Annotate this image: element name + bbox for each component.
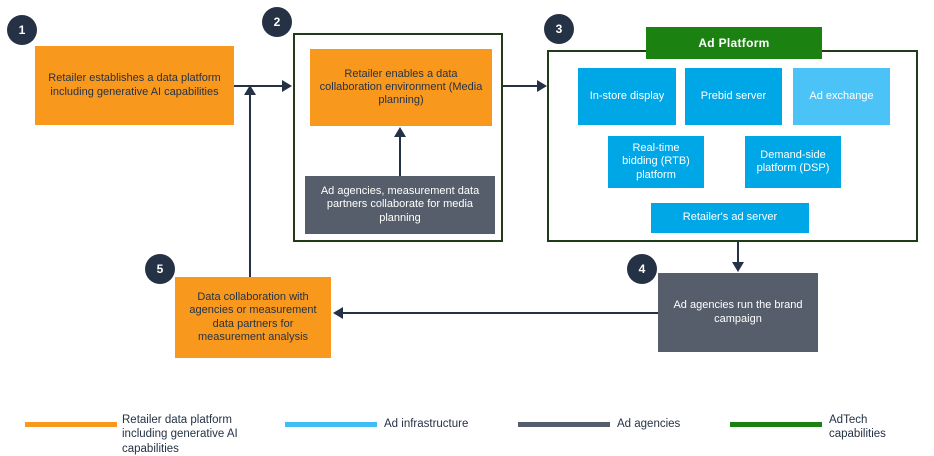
legend-label-retailer-data-platform: Retailer data platform including generat… <box>122 414 238 455</box>
rtb-platform-label: Real-time bidding (RTB) platform <box>622 142 690 181</box>
connector-step4-to-step5-arrowhead <box>333 307 343 319</box>
connector-step5-to-step2-line <box>249 94 251 277</box>
connector-step3-to-step4-arrowhead <box>732 262 744 272</box>
connector-partners-to-step2-arrowhead <box>394 127 406 137</box>
legend-swatch-orange <box>25 422 117 427</box>
node-step5-measurement-collaboration[interactable]: Data collaboration with agencies or meas… <box>175 277 331 358</box>
legend-label-ad-infrastructure: Ad infrastructure <box>384 418 469 430</box>
connector-partners-to-step2-line <box>399 136 401 176</box>
connector-step2-to-step3-line <box>503 85 539 87</box>
legend-label-adtech-capabilities: AdTech capabilities <box>829 414 886 441</box>
connector-step5-to-step2-arrowhead <box>244 85 256 95</box>
prebid-server-label: Prebid server <box>700 89 767 102</box>
ad-platform-header-label: Ad Platform <box>698 35 770 50</box>
node-step2-ad-agencies-partners[interactable]: Ad agencies, measurement data partners c… <box>305 176 495 234</box>
node-step2-label: Retailer enables a data collaboration en… <box>319 67 483 107</box>
node-prebid-server[interactable]: Prebid server <box>685 68 782 125</box>
step-badge-3: 3 <box>544 14 574 44</box>
legend-swatch-blue <box>285 422 377 427</box>
node-step5-label: Data collaboration with agencies or meas… <box>189 291 317 343</box>
dsp-label: Demand-side platform (DSP) <box>756 148 830 174</box>
connector-step1-to-step2-line <box>234 85 284 87</box>
connector-step1-to-step2-arrowhead <box>282 80 292 92</box>
node-step4-ad-agencies-run-campaign[interactable]: Ad agencies run the brand campaign <box>658 273 818 352</box>
node-retailer-ad-server[interactable]: Retailer's ad server <box>651 203 809 233</box>
node-rtb-platform[interactable]: Real-time bidding (RTB) platform <box>608 136 704 188</box>
step-badge-2: 2 <box>262 7 292 37</box>
legend: Retailer data platform including generat… <box>0 398 934 456</box>
step-badge-3-label: 3 <box>555 22 563 36</box>
retailer-ad-server-label: Retailer's ad server <box>682 211 778 224</box>
node-step1-retailer-data-platform[interactable]: Retailer establishes a data platform inc… <box>35 46 234 125</box>
node-step2-data-collaboration-environment[interactable]: Retailer enables a data collaboration en… <box>310 49 492 126</box>
legend-swatch-green <box>730 422 822 427</box>
legend-swatch-gray <box>518 422 610 427</box>
node-in-store-display[interactable]: In-store display <box>578 68 676 125</box>
step-badge-5: 5 <box>145 254 175 284</box>
connector-step2-to-step3-arrowhead <box>537 80 547 92</box>
node-ad-exchange[interactable]: Ad exchange <box>793 68 890 125</box>
group-step2-container <box>293 33 503 242</box>
step-badge-4-label: 4 <box>638 262 646 276</box>
connector-step4-to-step5-line <box>343 312 658 314</box>
node-step2-partners-label: Ad agencies, measurement data partners c… <box>320 185 480 224</box>
step-badge-1: 1 <box>7 15 37 45</box>
ad-exchange-label: Ad exchange <box>809 89 874 102</box>
connector-step3-to-step4-line <box>737 242 739 264</box>
step-badge-4: 4 <box>627 254 657 284</box>
legend-label-ad-agencies: Ad agencies <box>617 418 681 430</box>
node-step4-label: Ad agencies run the brand campaign <box>673 299 803 325</box>
node-step1-label: Retailer establishes a data platform inc… <box>48 72 221 98</box>
step-badge-5-label: 5 <box>156 262 164 276</box>
node-ad-platform-header[interactable]: Ad Platform <box>646 27 822 59</box>
in-store-display-label: In-store display <box>589 89 665 102</box>
step-badge-1-label: 1 <box>18 23 26 37</box>
step-badge-2-label: 2 <box>273 15 281 29</box>
node-demand-side-platform[interactable]: Demand-side platform (DSP) <box>745 136 841 188</box>
